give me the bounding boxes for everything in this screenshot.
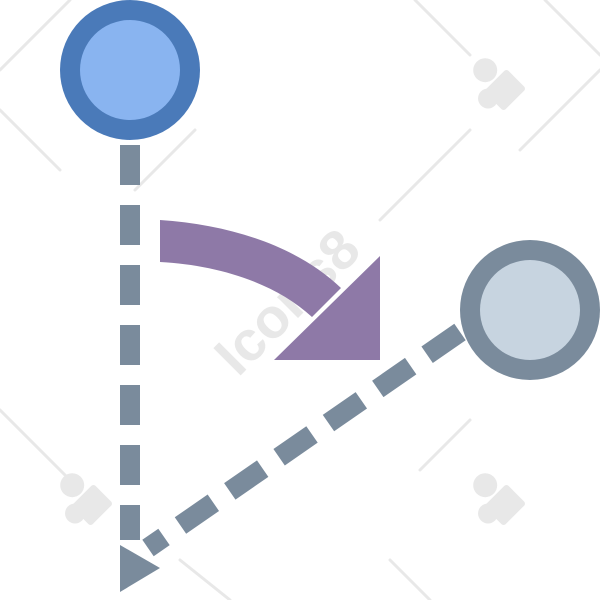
watermark-logos: [60, 58, 525, 525]
curved-arrow-head: [274, 256, 380, 360]
diagonal-dashed-line: [142, 323, 466, 557]
connector-corner-marker: [120, 545, 160, 592]
end-node-circle-icon: [460, 240, 600, 380]
start-node-circle-icon: [60, 0, 200, 140]
curved-arrow-icon: [160, 220, 380, 360]
dashed-connector-icon: [120, 145, 466, 592]
curved-arrow-body: [160, 220, 341, 317]
